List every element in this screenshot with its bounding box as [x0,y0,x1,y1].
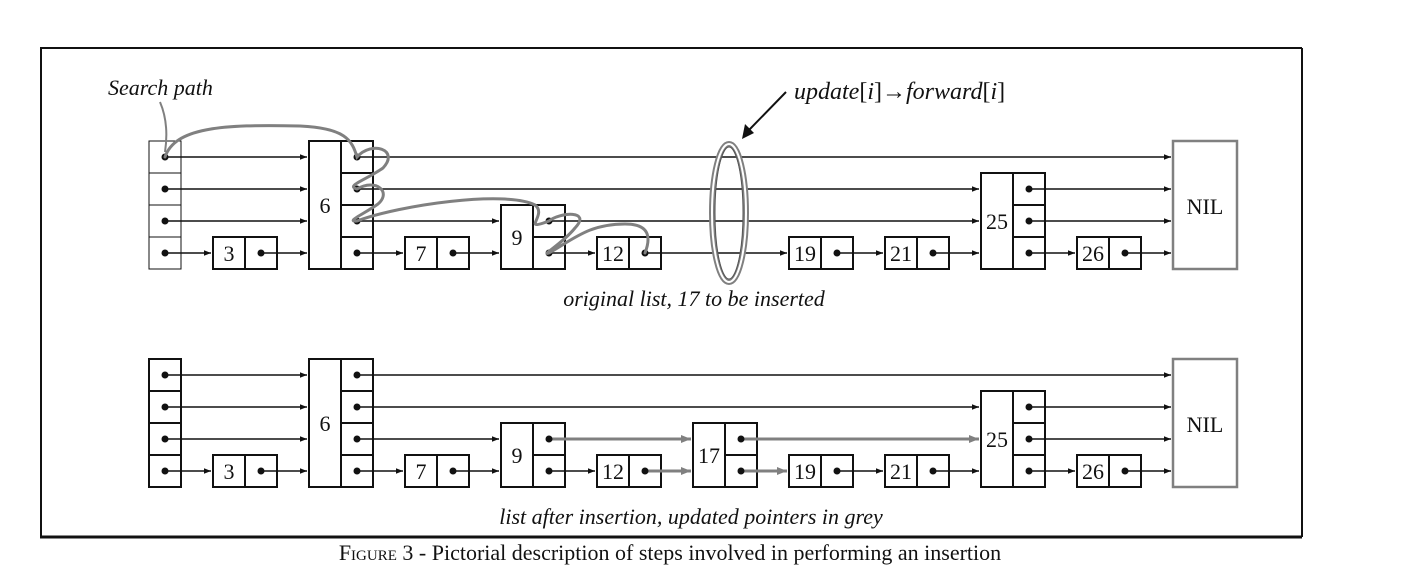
node-key: 3 [224,241,235,266]
index: i [990,79,997,105]
node-key: 7 [416,241,427,266]
bottom-updated-pointers [549,435,979,475]
node-key: 26 [1082,459,1104,484]
node-key: 26 [1082,241,1104,266]
search-path-label: Search path [108,75,213,100]
bottom-nil-node: NIL [1171,357,1239,489]
node-key: 7 [416,459,427,484]
bottom-pointers [165,372,1171,474]
frame [40,47,1303,539]
bottom-caption: list after insertion, updated pointers i… [499,504,883,529]
node-key: 9 [512,443,523,468]
update-oval [709,141,749,285]
top-list: 3 6 7 9 12 [148,91,1239,285]
update-word: update [794,79,860,105]
top-nil-node: NIL [1171,139,1239,271]
bottom-pointer-dots [161,371,1129,475]
top-pointers [165,154,1171,256]
node-key: 21 [890,459,912,484]
update-arrow [742,91,787,139]
bracket: [ [982,79,990,105]
node-key: 21 [890,241,912,266]
node-key: 12 [602,241,624,266]
node-key: 6 [320,411,331,436]
node-key: 12 [602,459,624,484]
node-key: 9 [512,225,523,250]
top-header-node [148,140,182,270]
figure-number: 3 [402,540,414,565]
node-key: 3 [224,459,235,484]
search-path-leader [159,101,168,153]
top-node-6: 6 [308,140,374,270]
bottom-header-node [148,358,182,488]
node-key: 19 [794,241,816,266]
bottom-list: 3 6 7 9 12 17 [148,357,1239,489]
figure-caption: Figure 3 - Pictorial description of step… [0,540,1340,566]
node-key: 25 [986,209,1008,234]
top-caption: original list, 17 to be inserted [563,286,826,311]
bottom-node-17: 17 [692,422,758,488]
nil-label: NIL [1187,194,1224,219]
node-key: 19 [794,459,816,484]
update-forward-label: update[i]→forward[i] [794,79,1005,105]
figure-word: Figure [338,540,397,565]
search-path-curve [163,124,650,255]
forward-word: forward [906,79,983,105]
bracket: [ [859,79,867,105]
node-key: 17 [698,443,720,468]
bracket: ] [997,79,1005,105]
index: i [867,79,874,105]
top-node-9: 9 [500,204,566,270]
node-key: 25 [986,427,1008,452]
bottom-node-6: 6 [308,358,374,488]
bracket-arrow: ]→ [874,79,906,105]
nil-label: NIL [1187,412,1224,437]
figure-caption-text: - Pictorial description of steps involve… [418,540,1002,565]
bottom-node-9: 9 [500,422,566,488]
node-key: 6 [320,193,331,218]
